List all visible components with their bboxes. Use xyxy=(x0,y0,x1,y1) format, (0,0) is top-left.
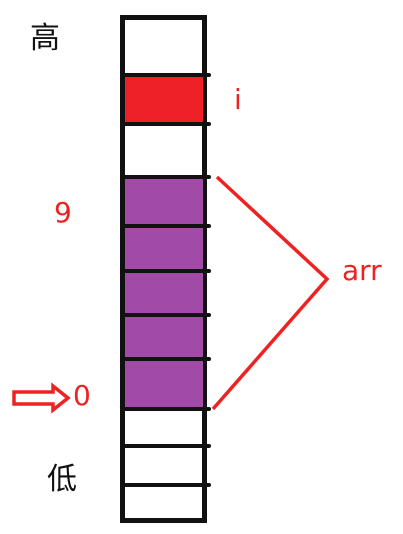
arr-bracket xyxy=(211,175,330,411)
bottom-index-label: 0 xyxy=(73,379,91,412)
low-address-label: 低 xyxy=(47,462,77,497)
pointer-cell xyxy=(125,76,203,123)
right-arrow-icon xyxy=(12,382,71,414)
pointer-label: i xyxy=(234,83,242,116)
array-cell xyxy=(125,227,203,270)
array-name-label: arr xyxy=(342,254,382,287)
top-index-label: 9 xyxy=(54,196,72,229)
array-cell xyxy=(125,272,203,314)
high-address-label: 高 xyxy=(30,21,60,56)
array-cell xyxy=(125,360,203,409)
array-cell xyxy=(125,316,203,358)
array-cell xyxy=(125,178,203,225)
